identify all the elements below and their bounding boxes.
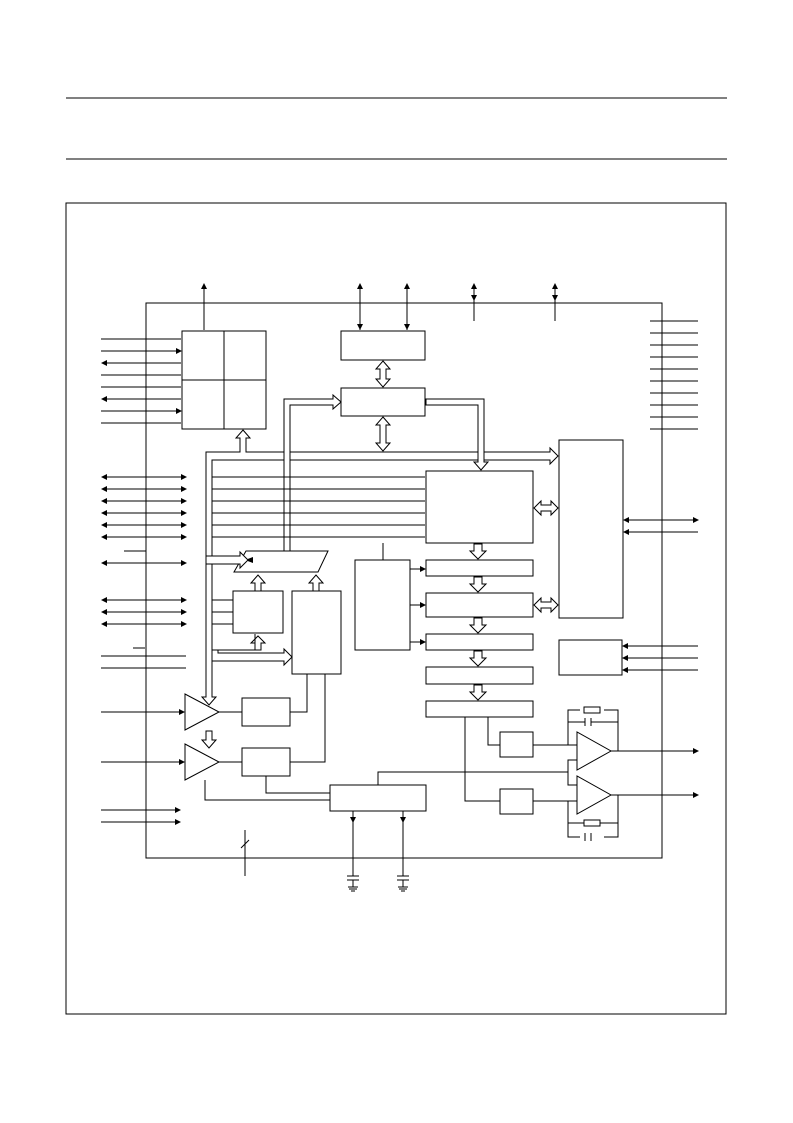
internal-data-lines [212,476,425,538]
figure-frame [65,202,727,1015]
bus-arrow-vertical-1 [374,360,392,388]
decoupling-capacitor-2 [397,875,409,892]
dac-chain [464,717,577,815]
memory-block [558,439,624,619]
filter-left-to-mux [249,574,267,592]
chain-arrow-1 [468,543,488,560]
stage-memory-bus [533,596,559,614]
processing-stage-3 [425,633,534,651]
processing-stage-2 [425,592,534,618]
bottom-supply-pin [240,830,250,876]
control-register-block [340,387,426,417]
left-pins-filter [101,597,233,627]
chain-arrow-3 [468,617,488,634]
output-amplifier-1 [567,706,699,771]
dsp-processor-block [425,470,534,544]
filter-right-to-mux [307,574,325,592]
left-pins-control [101,338,182,424]
input-amplifier-1 [101,693,291,731]
processing-stage-4 [425,666,534,685]
bus-arrow-vertical-2 [374,416,392,452]
output-amplifier-2 [567,775,699,841]
interface-block [340,330,426,361]
register-to-processor-bus [425,398,490,471]
chain-arrow-2 [468,576,488,593]
mux-to-register-bus [283,393,342,552]
reference-connections [204,759,577,876]
top-pins [201,283,558,330]
filter-block-left [232,590,284,634]
left-pins-data [101,474,187,540]
input-amplifier-2 [101,743,291,781]
processing-stage-5 [425,700,534,718]
timing-outputs [410,566,426,645]
chain-arrow-5 [468,684,488,701]
bus-to-amp-2 [200,730,218,749]
right-pins-memory [623,517,699,535]
oscillator-block [558,639,623,676]
multiplexer [233,550,329,573]
chain-arrow-4 [468,650,488,667]
processing-stage-1 [425,559,534,577]
chip-outline [145,302,663,859]
decoupling-capacitor-1 [347,875,359,892]
control-block-2x2 [181,330,267,430]
right-pins-top [650,320,698,430]
processor-memory-bus [533,499,559,517]
reference-block [329,784,427,812]
filter-left-feedback [211,634,293,667]
right-pins-oscillator [622,643,698,673]
upper-data-bus [200,429,559,706]
timing-control-block [354,559,411,651]
adc-connections [290,674,326,763]
filter-block-right [291,590,342,675]
